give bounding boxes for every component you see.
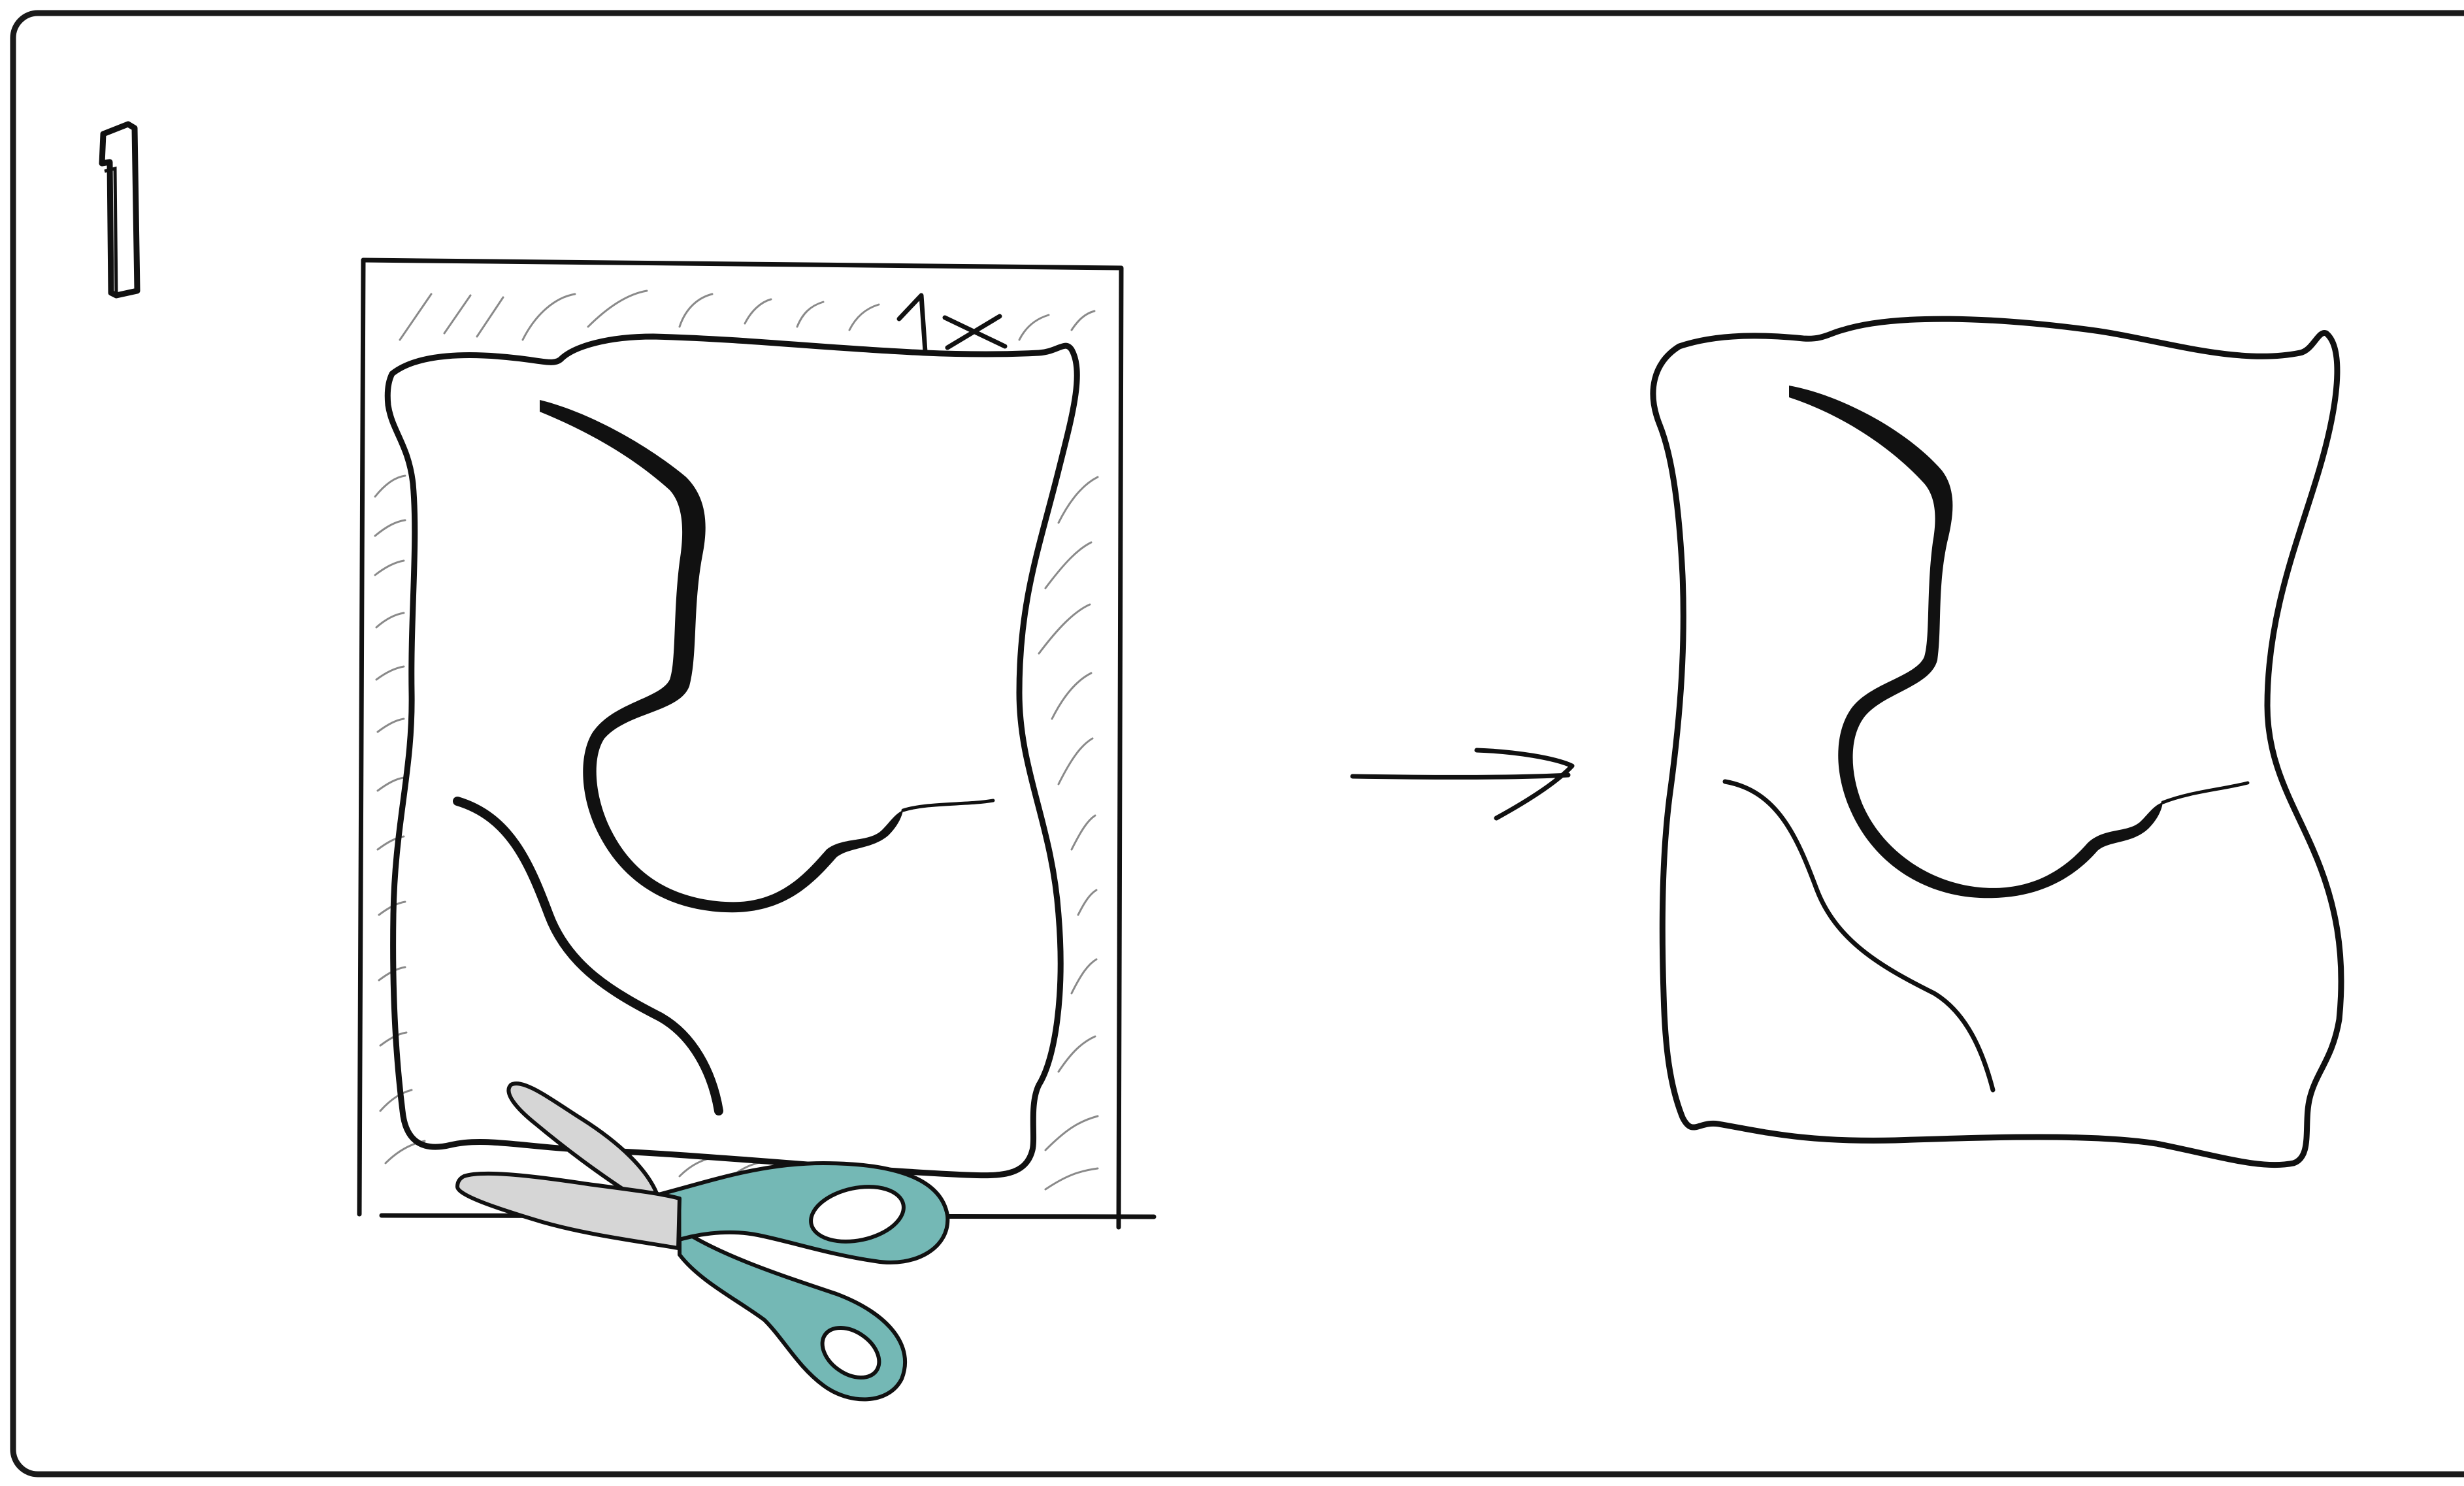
- panel-frame: [13, 13, 2464, 1474]
